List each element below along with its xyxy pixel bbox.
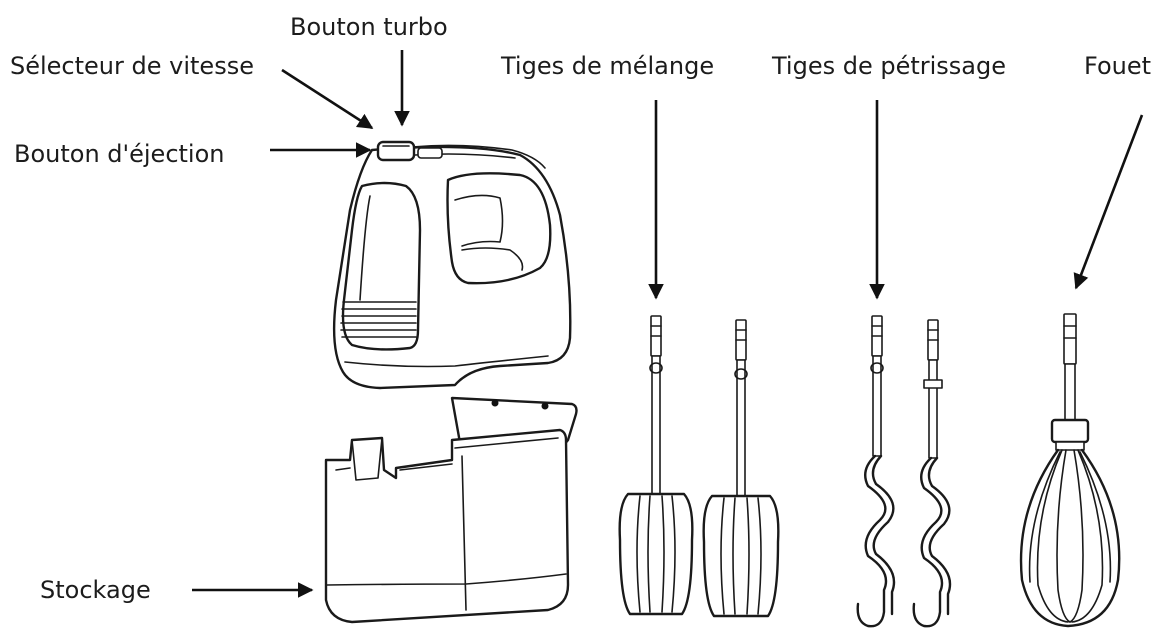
kneading-hook-left — [856, 315, 896, 628]
label-speed-selector: Sélecteur de vitesse — [10, 52, 254, 80]
kneading-hook-right — [912, 319, 952, 628]
mixing-beater-left — [618, 315, 694, 616]
mixing-beater-right — [702, 319, 780, 618]
whisk — [1019, 313, 1121, 628]
label-eject-button: Bouton d'éjection — [14, 140, 225, 168]
turbo-button-shape[interactable] — [417, 147, 443, 159]
arrow-whisk — [1073, 114, 1144, 290]
vent-slots — [340, 301, 417, 338]
mixer-body — [332, 140, 572, 390]
arrow-speed — [281, 68, 374, 130]
label-whisk: Fouet — [1084, 52, 1152, 80]
storage-case — [324, 396, 578, 624]
speed-selector-knob[interactable] — [376, 140, 416, 162]
label-turbo-button: Bouton turbo — [290, 13, 448, 41]
label-kneading-hooks: Tiges de pétrissage — [772, 52, 1007, 80]
label-storage: Stockage — [40, 576, 151, 604]
label-mixing-beaters: Tiges de mélange — [501, 52, 715, 80]
pointer-arrows — [192, 50, 1144, 598]
